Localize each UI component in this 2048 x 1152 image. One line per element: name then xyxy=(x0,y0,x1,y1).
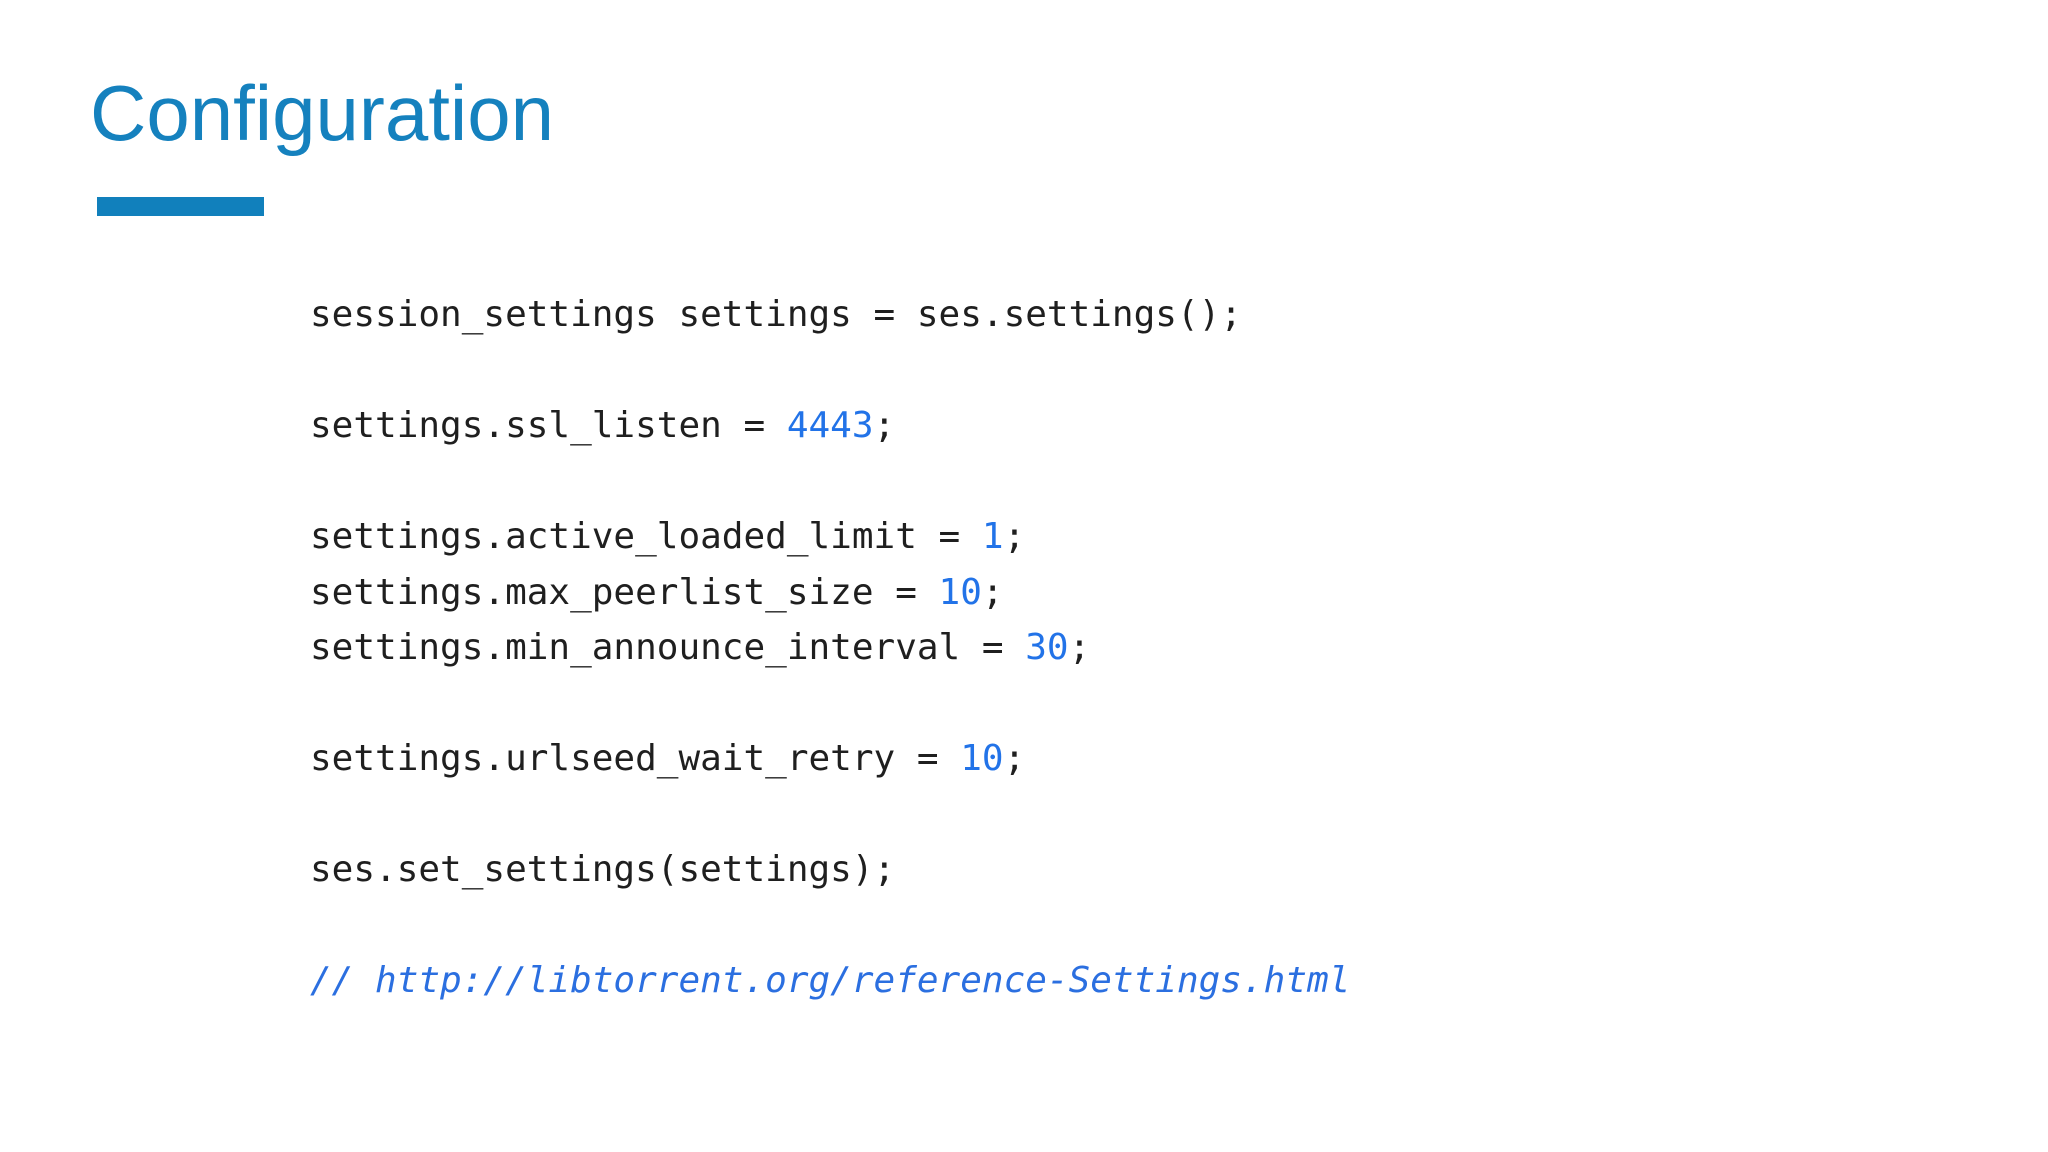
code-text: ; xyxy=(1003,516,1026,557)
code-text: settings.max_peerlist_size = xyxy=(310,571,939,613)
code-line: session_settings settings = ses.settings… xyxy=(310,287,1350,343)
code-text: ses.set_settings(settings); xyxy=(310,849,896,890)
code-text: ; xyxy=(1068,627,1091,668)
code-line: settings.min_announce_interval = 30; xyxy=(310,620,1350,676)
code-line: settings.max_peerlist_size = 10; xyxy=(310,565,1350,621)
code-number-literal: 10 xyxy=(960,738,1004,779)
code-number-literal: 30 xyxy=(1025,627,1069,668)
code-line: // http://libtorrent.org/reference-Setti… xyxy=(310,953,1350,1009)
code-number-literal: 1 xyxy=(981,516,1004,557)
code-number-literal: 10 xyxy=(938,571,982,613)
code-line: ses.set_settings(settings); xyxy=(310,842,1350,898)
code-line: settings.urlseed_wait_retry = 10; xyxy=(310,731,1350,787)
code-number-literal: 4443 xyxy=(786,405,874,446)
code-line xyxy=(310,898,1350,954)
code-text: settings.ssl_listen = xyxy=(310,405,787,446)
code-text: settings.urlseed_wait_retry = xyxy=(310,738,961,779)
code-text: ; xyxy=(981,571,1004,613)
code-line xyxy=(310,676,1350,732)
code-line xyxy=(310,343,1350,399)
title-accent-bar xyxy=(97,197,264,216)
code-text: ; xyxy=(873,405,896,446)
code-text: settings.min_announce_interval = xyxy=(310,627,1026,668)
slide-title: Configuration xyxy=(90,69,554,157)
code-line: settings.ssl_listen = 4443; xyxy=(310,398,1350,454)
code-block: session_settings settings = ses.settings… xyxy=(310,287,1350,1009)
code-comment-url: // http://libtorrent.org/reference-Setti… xyxy=(310,960,1351,1001)
code-line xyxy=(310,787,1350,843)
code-text: session_settings settings = ses.settings… xyxy=(310,294,1242,335)
code-text: ; xyxy=(1003,738,1026,779)
code-line xyxy=(310,454,1350,510)
code-text: settings.active_loaded_limit = xyxy=(310,516,982,557)
code-line: settings.active_loaded_limit = 1; xyxy=(310,509,1350,565)
